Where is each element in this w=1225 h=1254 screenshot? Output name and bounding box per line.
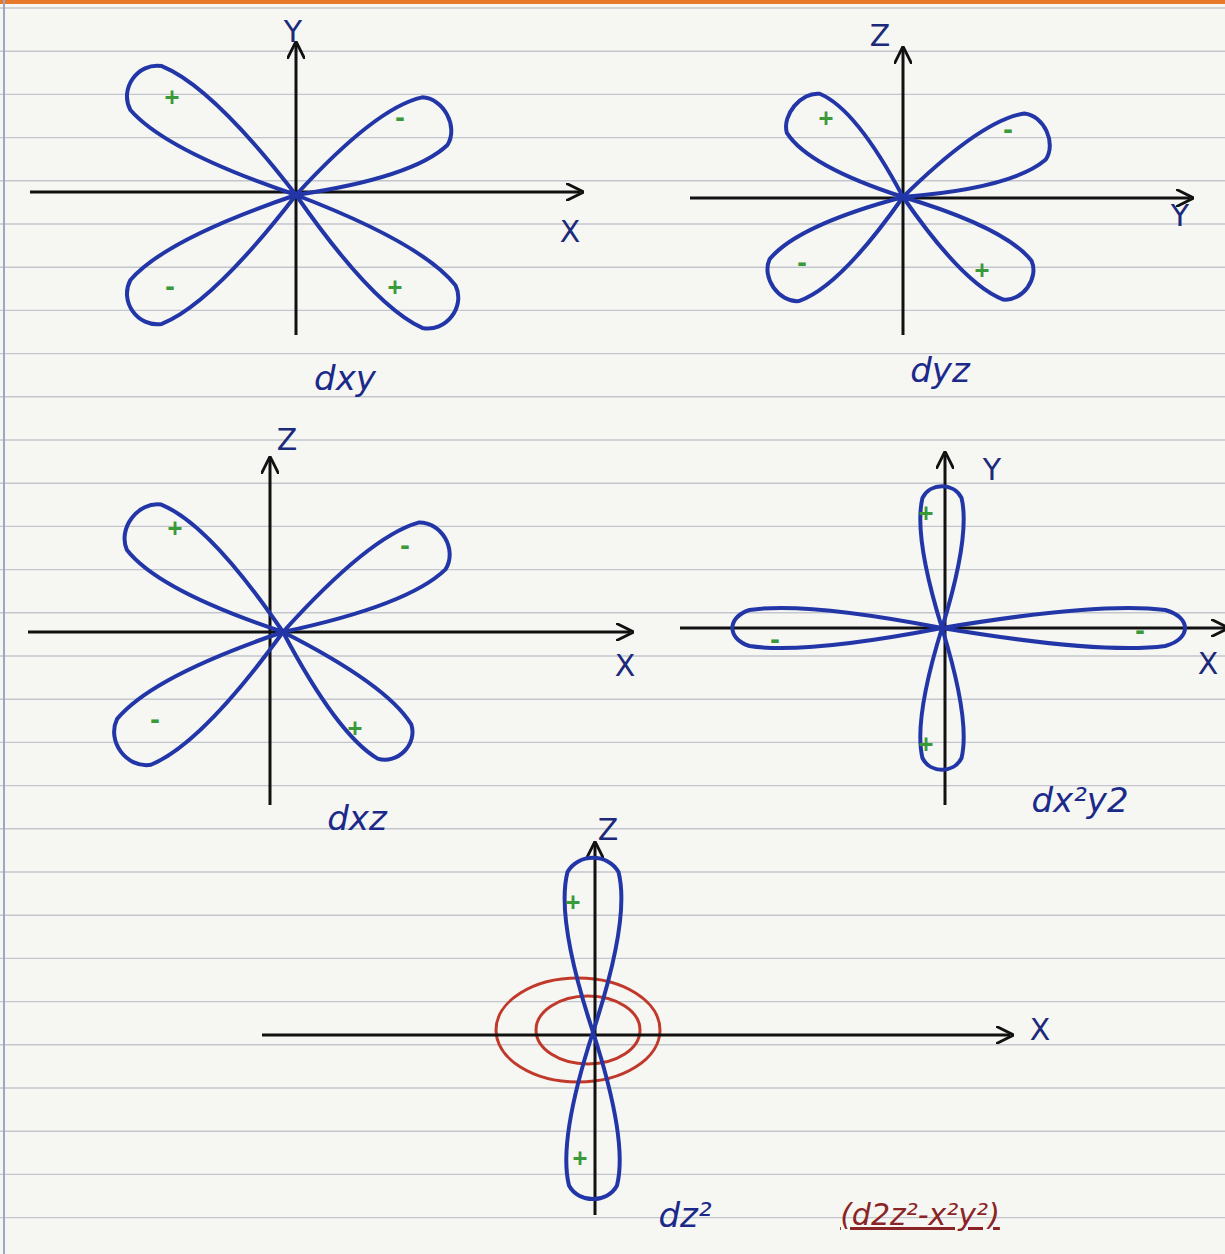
phase-sign: - (148, 708, 162, 732)
orbital-lobe (113, 493, 302, 658)
axis-label: X (560, 217, 581, 247)
paper-rule (0, 699, 1225, 700)
orbital-lobe (891, 105, 1058, 222)
orbital-panel (680, 455, 1225, 805)
paper-rule (0, 569, 1225, 570)
paper-rule (0, 439, 1225, 440)
phase-sign: + (566, 890, 580, 914)
orbital-lobe (115, 54, 313, 219)
orbital-lobe (887, 175, 1043, 309)
paper-rule (0, 915, 1225, 916)
orbital-full-name: (d2z²-x²y²) (840, 1200, 1000, 1230)
axis-label: Y (1171, 201, 1189, 231)
orbital-lobe (942, 608, 1185, 648)
paper-rule (0, 353, 1225, 354)
phase-sign: + (348, 716, 362, 740)
paper-rule (0, 1217, 1225, 1218)
axis-label: Y (983, 455, 1001, 485)
orbital-lobe (264, 613, 423, 770)
axis-line (295, 45, 298, 335)
orbital-panel (28, 460, 630, 805)
paper-rule (0, 483, 1225, 484)
axis-label: Z (598, 815, 619, 845)
paper-rules (0, 8, 1225, 1218)
paper-rule (0, 1174, 1225, 1175)
orbital-lobe (102, 606, 302, 777)
phase-sign: + (919, 501, 933, 525)
page-edge (3, 0, 5, 1254)
phase-sign: + (919, 732, 933, 756)
axis-line (262, 1034, 1010, 1037)
orbital-lobe (566, 1032, 619, 1199)
axis-label: X (615, 651, 636, 681)
phase-sign: + (573, 1146, 587, 1170)
phase-sign: - (1133, 619, 1147, 643)
orbital-lobe (732, 608, 942, 648)
axis-line (269, 460, 272, 805)
orbital-lobe (277, 171, 470, 340)
paper-rule (0, 396, 1225, 397)
paper-rule (0, 1130, 1225, 1131)
axis-label: X (1030, 1015, 1051, 1045)
phase-sign: + (388, 275, 402, 299)
paper-rule (0, 526, 1225, 527)
orbital-name: dyz (910, 353, 970, 387)
phase-sign: - (768, 628, 782, 652)
orbital-panel (262, 845, 1010, 1215)
paper-rule (0, 267, 1225, 268)
axis-line (28, 631, 630, 634)
axis-label: Z (277, 425, 298, 455)
axis-line (690, 197, 1190, 200)
orbital-drawings (28, 45, 1225, 1215)
paper-rule (0, 7, 1225, 8)
paper-rule (0, 137, 1225, 138)
orbital-panel (690, 50, 1190, 335)
paper-rule (0, 51, 1225, 52)
phase-sign: + (165, 85, 179, 109)
phase-sign: + (819, 106, 833, 130)
phase-sign: - (795, 251, 809, 275)
paper-rule (0, 871, 1225, 872)
orbital-lobe (115, 171, 313, 336)
orbital-lobe (268, 512, 460, 658)
phase-sign: - (393, 106, 407, 130)
paper-rule (0, 180, 1225, 181)
orbital-lobe (757, 174, 919, 311)
phase-sign: - (398, 534, 412, 558)
top-bar (0, 0, 1225, 4)
axis-label: Y (284, 17, 302, 47)
paper-rule (0, 223, 1225, 224)
axis-label: X (1198, 649, 1219, 679)
orbital-lobe (565, 858, 622, 1032)
phase-sign: - (1001, 118, 1015, 142)
orbital-name: dx²y2 (1031, 783, 1128, 817)
axis-label: Z (870, 21, 891, 51)
orbital-name: dxy (314, 361, 376, 395)
paper-rule (0, 94, 1225, 95)
orbital-panel (30, 45, 580, 340)
paper-rule (0, 1087, 1225, 1088)
phase-sign: + (168, 516, 182, 540)
orbital-name: dz² (658, 1198, 711, 1232)
phase-sign: - (163, 275, 177, 299)
orbital-name: dxz (327, 801, 387, 835)
phase-sign: + (975, 258, 989, 282)
torus-ring (496, 978, 660, 1082)
paper-rule (0, 655, 1225, 656)
